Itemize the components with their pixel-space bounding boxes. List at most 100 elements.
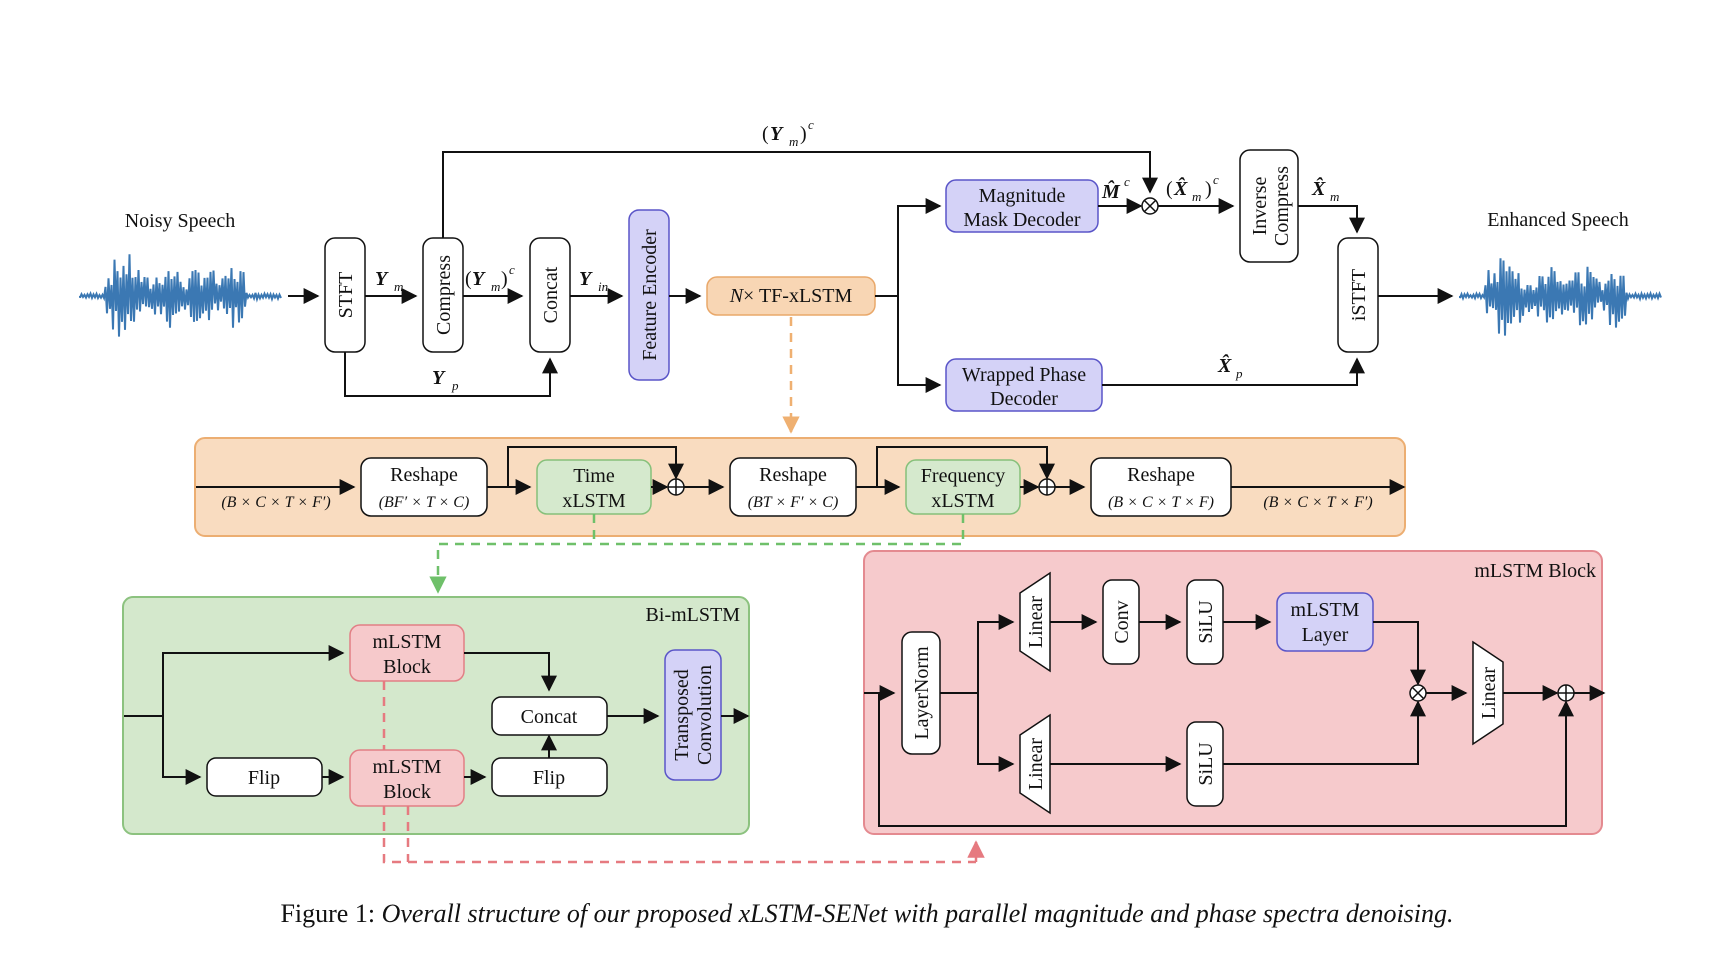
ymc-label-top: ( Y m ) c (762, 117, 814, 149)
time-xlstm-block: Time xLSTM (536, 459, 652, 515)
svg-text:Concat: Concat (521, 706, 578, 728)
svg-text:mLSTM: mLSTM (1291, 599, 1360, 621)
layernorm-block: LayerNorm (901, 631, 941, 755)
svg-text:Linear: Linear (1478, 667, 1500, 720)
svg-text:Linear: Linear (1025, 596, 1047, 649)
svg-text:SiLU: SiLU (1195, 742, 1217, 786)
dim-input: (B × C × T × F′) (221, 494, 330, 511)
noisy-speech-label: Noisy Speech (125, 210, 236, 232)
mhat-label: M̂ c (1101, 174, 1130, 203)
svg-text:(BT × F′ × C): (BT × F′ × C) (748, 494, 839, 511)
ymc-label-1: ( Y m ) c (465, 262, 515, 294)
svg-text:m: m (1192, 189, 1201, 204)
svg-text:(: ( (465, 268, 472, 290)
svg-text:(: ( (1166, 178, 1173, 200)
stft-block: STFT (324, 237, 366, 353)
compress-block: Compress (422, 237, 464, 353)
svg-text:m: m (789, 134, 798, 149)
flip-block-2: Flip (491, 757, 608, 797)
svg-text:Block: Block (383, 781, 431, 803)
svg-text:m: m (491, 279, 500, 294)
svg-text:c: c (1213, 172, 1219, 187)
svg-text:Wrapped Phase: Wrapped Phase (962, 364, 1086, 386)
svg-text:): ) (501, 268, 508, 290)
multiply-node-top (1141, 197, 1159, 215)
svg-text:Block: Block (383, 656, 431, 678)
svg-text:Compress: Compress (1271, 166, 1293, 246)
yin-label: Y in (579, 268, 608, 294)
magnitude-mask-decoder: Magnitude Mask Decoder (945, 179, 1099, 233)
ym-label: Y m (375, 268, 403, 294)
feature-encoder-block: Feature Encoder (628, 209, 670, 381)
svg-text:Flip: Flip (533, 767, 565, 789)
noisy-waveform (79, 254, 282, 337)
svg-text:Reshape: Reshape (759, 464, 827, 486)
stft-label: STFT (335, 272, 357, 319)
svg-text:c: c (808, 117, 814, 132)
svg-text:Mask Decoder: Mask Decoder (963, 209, 1081, 231)
conv-block: Conv (1102, 579, 1140, 665)
svg-text:Layer: Layer (1302, 624, 1349, 646)
svg-text:(: ( (762, 123, 769, 145)
svg-text:Time: Time (573, 465, 615, 487)
add-node-mlstm (1557, 684, 1575, 702)
dim-output: (B × C × T × F′) (1263, 494, 1372, 511)
svg-text:Conv: Conv (1111, 600, 1133, 643)
add-node-1 (667, 478, 685, 496)
svg-text:Convolution: Convolution (694, 665, 716, 765)
mlstm-layer-block: mLSTM Layer (1276, 592, 1374, 652)
svg-text:in: in (598, 279, 608, 294)
concat-label: Concat (540, 266, 562, 323)
reshape-3: Reshape (B × C × T × F) (1090, 457, 1232, 517)
svg-text:c: c (509, 262, 515, 277)
svg-text:X̂: X̂ (1217, 353, 1232, 377)
svg-text:Decoder: Decoder (990, 388, 1058, 410)
flip-block-1: Flip (206, 757, 323, 797)
xp-label: X̂ p (1217, 353, 1243, 381)
svg-text:m: m (1330, 189, 1339, 204)
inverse-compress-block: Inverse Compress (1239, 149, 1299, 263)
svg-text:mLSTM: mLSTM (373, 631, 442, 653)
enhanced-speech-label: Enhanced Speech (1487, 209, 1629, 231)
silu-block-bottom: SiLU (1186, 721, 1224, 807)
svg-text:(B × C × T × F): (B × C × T × F) (1108, 494, 1214, 511)
svg-text:Inverse: Inverse (1249, 176, 1271, 235)
svg-text:): ) (800, 123, 807, 145)
concat-block-bi: Concat (491, 696, 608, 736)
enhanced-waveform (1459, 258, 1662, 336)
svg-text:Y: Y (472, 268, 486, 290)
silu-block-top: SiLU (1186, 579, 1224, 665)
svg-text:mLSTM: mLSTM (373, 756, 442, 778)
svg-text:Y: Y (770, 123, 784, 145)
multiply-node-mlstm (1409, 684, 1427, 702)
frequency-xlstm-block: Frequency xLSTM (905, 459, 1021, 515)
bi-mlstm-title: Bi-mLSTM (646, 604, 741, 626)
svg-text:m: m (394, 279, 403, 294)
svg-text:Reshape: Reshape (390, 464, 458, 486)
yp-label: Y p (432, 367, 459, 393)
svg-text:Transposed: Transposed (671, 669, 693, 761)
figure-caption: Figure 1: Overall structure of our propo… (280, 899, 1453, 928)
svg-text:xLSTM: xLSTM (562, 490, 626, 512)
tf-xlstm-block: N× TF-xLSTM (706, 276, 876, 316)
mlstm-block-backward: mLSTM Block (349, 749, 465, 807)
svg-text:Frequency: Frequency (921, 465, 1005, 487)
svg-text:xLSTM: xLSTM (931, 490, 995, 512)
istft-block: iSTFT (1337, 237, 1379, 353)
add-node-2 (1038, 478, 1056, 496)
svg-text:Linear: Linear (1025, 738, 1047, 791)
wrapped-phase-decoder: Wrapped Phase Decoder (945, 358, 1103, 412)
linear-up-top: Linear (1019, 571, 1051, 673)
concat-block: Concat (529, 237, 571, 353)
svg-text:N× TF-xLSTM: N× TF-xLSTM (729, 285, 853, 307)
linear-down: Linear (1472, 640, 1504, 746)
compress-label: Compress (433, 255, 455, 335)
svg-text:M̂: M̂ (1101, 179, 1121, 203)
svg-text:X̂: X̂ (1173, 176, 1188, 200)
xm-label: X̂ m (1311, 176, 1339, 204)
svg-text:): ) (1205, 178, 1212, 200)
feature-encoder-label: Feature Encoder (639, 229, 661, 361)
svg-text:Y: Y (579, 268, 593, 290)
svg-text:Y: Y (375, 268, 389, 290)
svg-text:Magnitude: Magnitude (979, 185, 1066, 207)
